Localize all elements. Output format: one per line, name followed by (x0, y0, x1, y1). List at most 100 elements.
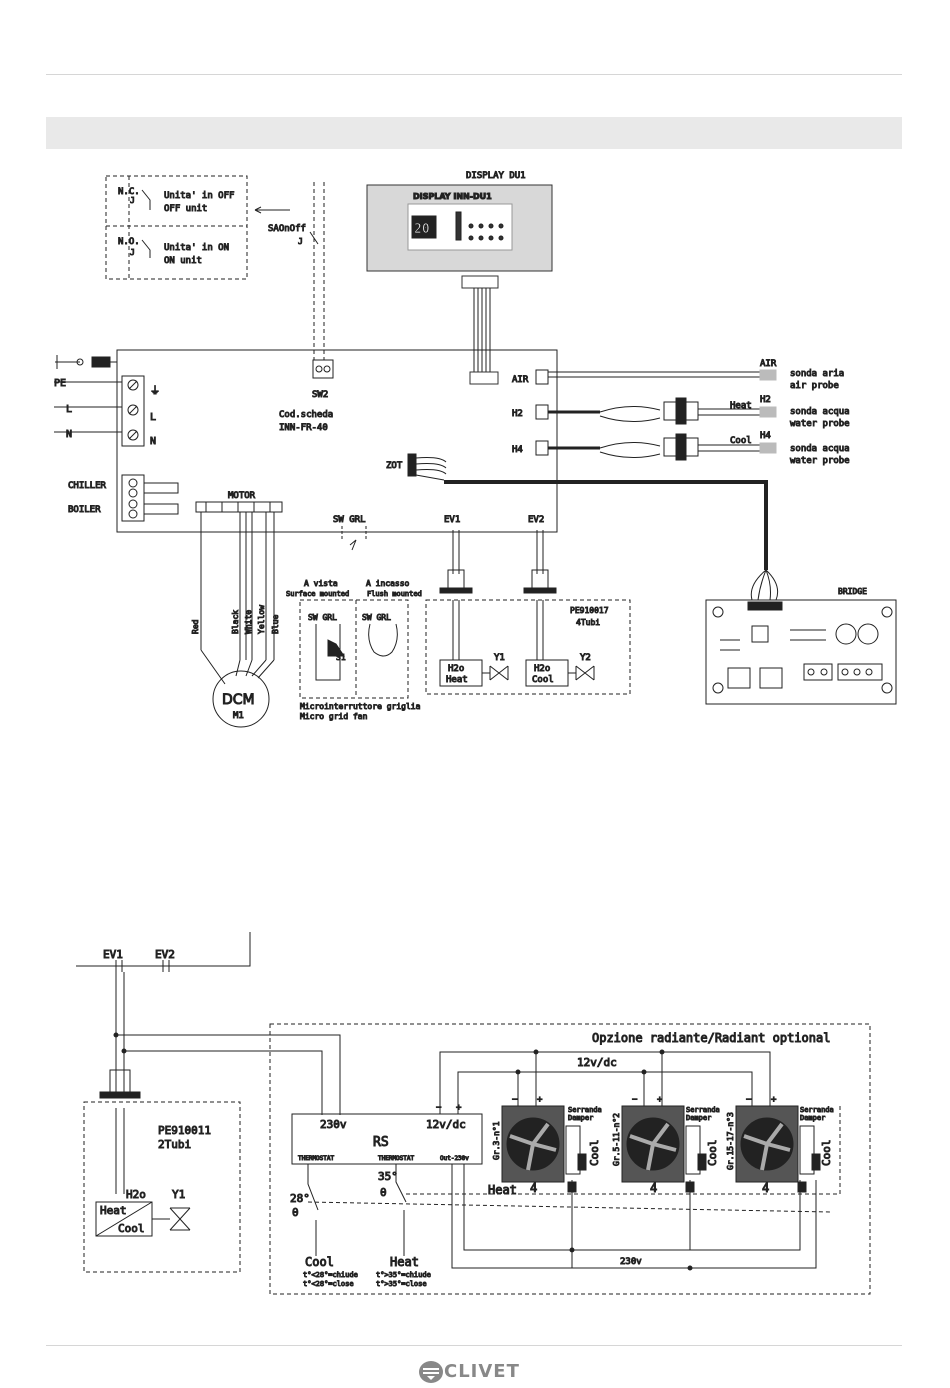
h2-water-probe-it: sonda acqua (790, 407, 850, 417)
wire-red: Red (191, 619, 200, 634)
svg-text:J: J (130, 248, 135, 257)
cool-thermostat-label: Cool (305, 1255, 334, 1269)
sw-grl-label: SW GRL (333, 515, 366, 525)
valves2-heat: Heat (100, 1204, 127, 1217)
h2-probe-tag: H2 (760, 395, 771, 405)
thermostat-a: THERMOSTAT (298, 1155, 335, 1162)
valves-2-pipe: PE910011 2Tubi H2o Heat Cool Y1 (83, 1101, 241, 1273)
fan2-count: 4 (650, 1181, 657, 1195)
nc-no-contact-box: N.C. J Unita' in OFF OFF unit N.O. J Uni… (105, 175, 290, 280)
bus-12v: 12v/dc (577, 1056, 617, 1069)
valves4-heat: Heat (446, 675, 468, 685)
display-panel-title: DISPLAY INN-DU1 (413, 192, 492, 201)
chiller-label: CHILLER (68, 481, 107, 491)
display-reading: 20 (414, 222, 430, 237)
valves4-h2o-b: H2o (534, 664, 550, 674)
s1-label: S1 (336, 653, 346, 662)
theta-b: θ (380, 1186, 387, 1199)
svg-text:−: − (746, 1095, 752, 1105)
valves-4-pipe: PE910017 4Tubi H2o Heat Y1 H2o Cool Y2 (425, 530, 631, 695)
svg-text:−: − (436, 1103, 442, 1113)
valves4-code: PE910017 (570, 606, 609, 615)
fan1-cool: Cool (588, 1140, 601, 1167)
board-code-it: Cod.scheda (279, 410, 333, 420)
sw2-label: SW2 (312, 390, 328, 400)
motor-name: DCM (222, 692, 255, 708)
radiant-option: Opzione radiante/Radiant optional 230v 1… (269, 1023, 871, 1295)
section-header-band (46, 117, 902, 149)
out-230v: Out-230v (440, 1155, 469, 1162)
fan-group-2: −+ Gr.5-11-n°2 Serranda Damper Cool 4 (612, 1095, 721, 1196)
valves4-h2o-a: H2o (448, 664, 464, 674)
svg-text:+: + (456, 1103, 462, 1113)
valves2-pipes: 2Tubi (158, 1138, 191, 1151)
motor-label: MOTOR (228, 491, 256, 501)
rs-230v: 230v (320, 1118, 347, 1131)
boiler-label: BOILER (68, 505, 101, 515)
svg-text:⏚: ⏚ (150, 385, 160, 397)
air-probe-en: air probe (790, 381, 839, 391)
flush-mounted-label: Flush mounted (367, 590, 422, 598)
bridge-board: BRIDGE (444, 480, 897, 705)
pe-label: PE (54, 378, 66, 389)
bottom-rule (46, 1345, 902, 1346)
fan3-cool: Cool (820, 1140, 833, 1167)
t35-label: 35° (378, 1170, 398, 1183)
wire-white: White (244, 610, 253, 634)
saonoff-label: SAOnOff (268, 224, 306, 234)
off-unit-it: Unita' in OFF (164, 191, 234, 201)
air-connector-label: AIR (512, 375, 529, 385)
h4-probe-tag: H4 (760, 431, 771, 441)
valves2-h2o: H2o (126, 1188, 146, 1201)
brand-name: CLIVET (444, 1361, 520, 1382)
svg-text:−: − (512, 1095, 518, 1105)
cool-note-en: t°<28°=close (303, 1280, 354, 1288)
nc-label: N.C. (118, 187, 140, 197)
off-unit-en: OFF unit (164, 204, 207, 214)
fan1-id: Gr.3-n°1 (492, 1121, 501, 1160)
ev1-label-bottom: EV1 (103, 948, 123, 961)
air-probe-it: sonda aria (790, 369, 844, 379)
h2-connector-label: H2 (512, 409, 523, 419)
probe-wiring: AIR sonda aria air probe Heat H2 sonda a… (548, 359, 850, 467)
a-vista-label: A vista (304, 579, 338, 588)
bus-230v: 230v (620, 1257, 642, 1267)
wire-yellow: Yellow (257, 605, 266, 634)
on-unit-en: ON unit (164, 256, 202, 266)
fan3-damper-en: Damper (800, 1114, 825, 1122)
h2-water-probe-en: water probe (790, 419, 850, 429)
terminal-l: L (150, 412, 156, 423)
svg-text:+: + (657, 1095, 663, 1105)
saonoff-switch: SAOnOff J (268, 182, 325, 360)
wiring-diagram-top: N.C. J Unita' in OFF OFF unit N.O. J Uni… (54, 171, 897, 728)
zot-label: ZOT (386, 461, 403, 471)
valves4-y2: Y2 (580, 653, 591, 663)
main-board: PE L N ⏚ L N SW2 Cod.scheda INN-FR-40 AI… (54, 349, 558, 533)
fan2-damper-en: Damper (686, 1114, 711, 1122)
fan-group-1: −+ Gr.3-n°1 Serranda Damper Cool 4 (492, 1095, 603, 1196)
fan-group-3: −+ Gr.15-17-n°3 Serranda Damper Cool 4 (726, 1095, 835, 1196)
svg-text:+: + (771, 1095, 777, 1105)
radiant-title: Opzione radiante/Radiant optional (592, 1031, 830, 1045)
ev1-label: EV1 (444, 515, 460, 525)
svg-text:−: − (632, 1095, 638, 1105)
valves4-cool: Cool (532, 675, 554, 685)
cool-probe-label: Cool (730, 436, 752, 446)
wire-black: Black (231, 610, 240, 634)
thermostat-b: THERMOSTAT (378, 1155, 415, 1162)
valves4-pipes: 4Tubi (576, 618, 600, 627)
valves2-code: PE910011 (158, 1124, 211, 1137)
top-rule (46, 74, 902, 75)
grid-micro-switch: A vista Surface mounted A incasso Flush … (286, 526, 422, 722)
h4-connector-label: H4 (512, 445, 523, 455)
dc-motor: DCM M1 Red Black White Yellow Blue (191, 512, 281, 728)
bridge-label: BRIDGE (838, 587, 867, 596)
air-probe-tag: AIR (760, 359, 777, 369)
fan1-damper-it: Serranda (568, 1106, 602, 1114)
heat-note-it: t°>35°=chiude (376, 1271, 431, 1279)
heat-thermostat-label: Heat (390, 1255, 419, 1269)
surface-mounted-label: Surface mounted (286, 590, 349, 598)
ev2-label-bottom: EV2 (155, 948, 175, 961)
fan3-count: 4 (762, 1181, 769, 1195)
